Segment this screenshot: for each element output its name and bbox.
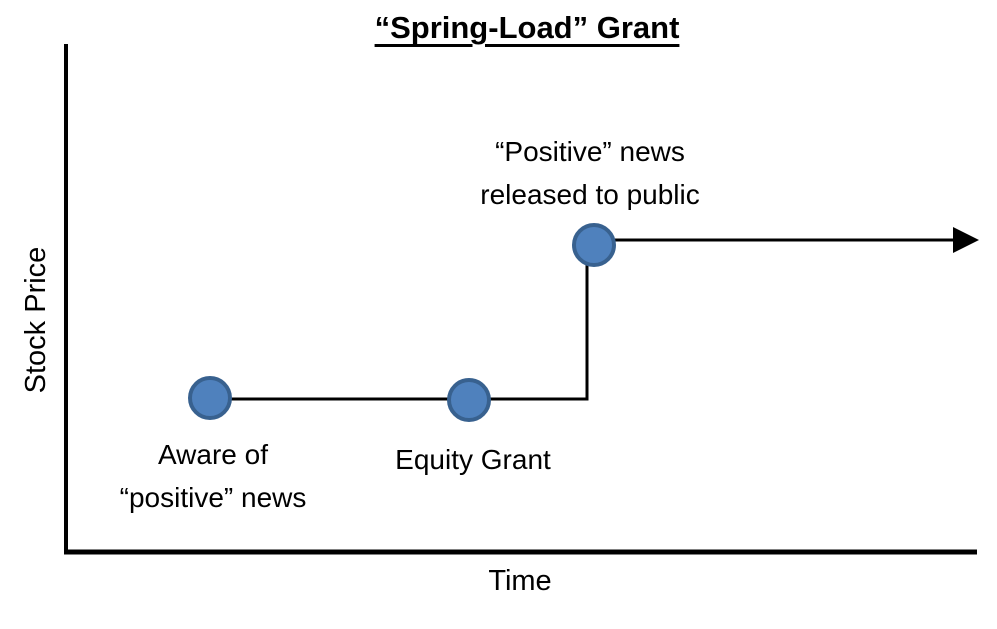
data-point-aware <box>188 376 232 420</box>
arrow-right-head-icon <box>953 227 979 253</box>
x-axis-label: Time <box>488 565 552 597</box>
annotation-aware-of-news: Aware of “positive” news <box>119 439 307 513</box>
data-point-equity-grant <box>447 378 491 422</box>
data-point-news-released <box>572 223 616 267</box>
price-step-line <box>210 238 957 401</box>
annotation-news-released: “Positive” news released to public <box>480 136 700 210</box>
chart-title: “Spring-Load” Grant <box>374 10 680 45</box>
y-axis-label: Stock Price <box>20 246 52 394</box>
annotation-equity-grant: Equity Grant <box>395 444 551 475</box>
